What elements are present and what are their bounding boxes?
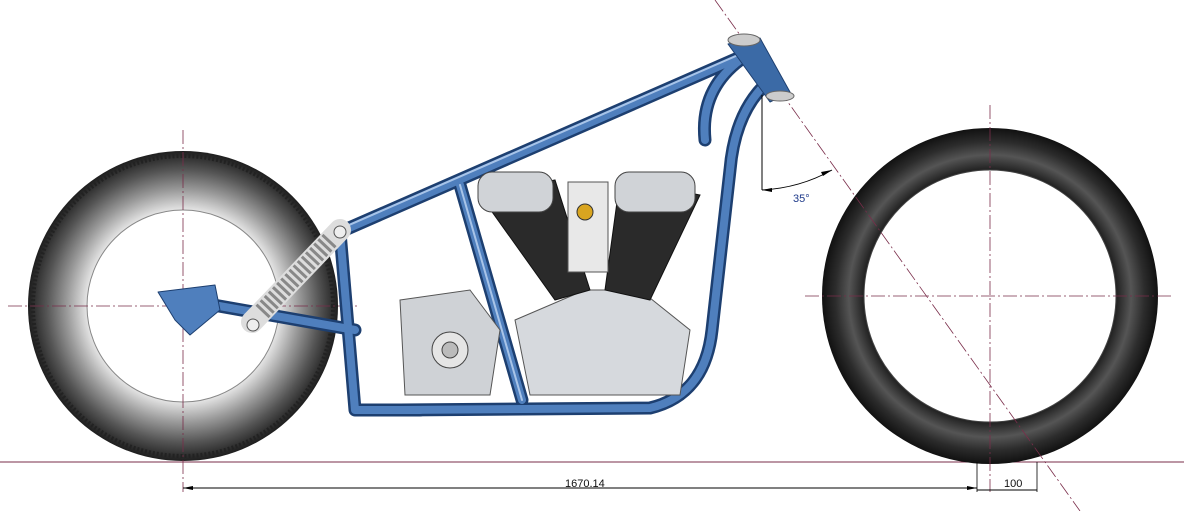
steering-axis-line	[714, 0, 1081, 511]
rake-angle-dimension[interactable]: 35°	[761, 95, 833, 205]
engine[interactable]	[399, 171, 701, 396]
trail-dimension[interactable]: 100	[977, 462, 1038, 492]
frame[interactable]	[157, 33, 795, 417]
rake-angle-value: 35°	[793, 193, 810, 205]
trail-value: 100	[1004, 478, 1022, 490]
wheelbase-dimension[interactable]: 1670.14	[183, 462, 978, 492]
wheelbase-value: 1670.14	[565, 478, 605, 490]
rear-shock[interactable]	[241, 219, 351, 333]
rear-axle-plate	[157, 284, 221, 336]
